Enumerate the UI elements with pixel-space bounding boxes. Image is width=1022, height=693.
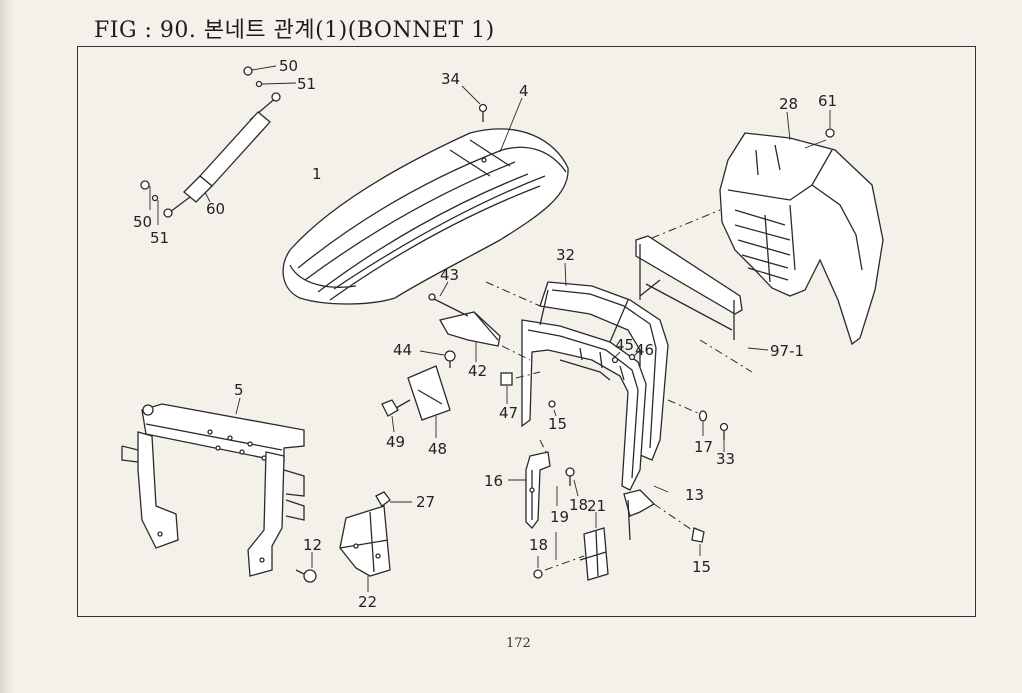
callout-16: 16 xyxy=(484,472,503,490)
callout-43: 43 xyxy=(440,266,459,284)
callout-45: 45 xyxy=(615,336,634,354)
callout-15b: 15 xyxy=(692,558,711,576)
callout-21: 21 xyxy=(587,497,606,515)
callout-49: 49 xyxy=(386,433,405,451)
callout-19: 19 xyxy=(550,508,569,526)
support-frame-5-part xyxy=(121,397,317,583)
callout-46: 46 xyxy=(635,341,654,359)
callout-44: 44 xyxy=(393,341,412,359)
callout-33: 33 xyxy=(716,450,735,468)
grille-frame-part xyxy=(469,262,669,493)
bracket-22-part xyxy=(339,491,412,592)
plate-48-part xyxy=(381,365,451,438)
bonnet-top-part xyxy=(282,128,569,305)
callout-4: 4 xyxy=(519,82,529,100)
page-number: 172 xyxy=(506,636,531,651)
page-binding-edge xyxy=(0,0,14,693)
bracket-lower-right-part xyxy=(623,489,705,556)
bolt-34-part xyxy=(461,85,523,153)
callout-32: 32 xyxy=(556,246,575,264)
callout-18a: 18 xyxy=(569,496,588,514)
callout-51a: 51 xyxy=(297,75,316,93)
callout-13: 13 xyxy=(685,486,704,504)
callout-28: 28 xyxy=(779,95,798,113)
callout-60: 60 xyxy=(206,200,225,218)
callout-12: 12 xyxy=(303,536,322,554)
callout-34: 34 xyxy=(441,70,460,88)
rear-cover-part xyxy=(719,110,884,346)
callout-61: 61 xyxy=(818,92,837,110)
callout-18b: 18 xyxy=(529,536,548,554)
bracket-42-part xyxy=(419,281,501,368)
bracket-21-part xyxy=(533,512,609,581)
callout-labels: 50 51 50 51 60 1 34 4 28 61 32 43 44 42 … xyxy=(133,57,837,611)
frame-97-1-part xyxy=(635,209,769,373)
callout-51b: 51 xyxy=(150,229,169,247)
callout-5: 5 xyxy=(234,381,244,399)
callout-27: 27 xyxy=(416,493,435,511)
callout-50b: 50 xyxy=(133,213,152,231)
callout-48: 48 xyxy=(428,440,447,458)
gas-spring-part xyxy=(140,65,297,225)
diagram-frame xyxy=(77,46,976,617)
fasteners-misc-part xyxy=(500,371,729,452)
stay-16-part xyxy=(508,439,579,529)
callout-42: 42 xyxy=(468,362,487,380)
figure-title: FIG : 90. 본네트 관계(1)(BONNET 1) xyxy=(94,18,495,43)
callout-15a: 15 xyxy=(548,415,567,433)
callout-50a: 50 xyxy=(279,57,298,75)
callout-1: 1 xyxy=(312,165,322,183)
callout-17: 17 xyxy=(694,438,713,456)
callout-97-1: 97-1 xyxy=(770,342,804,360)
callout-22: 22 xyxy=(358,593,377,611)
callout-47: 47 xyxy=(499,404,518,422)
